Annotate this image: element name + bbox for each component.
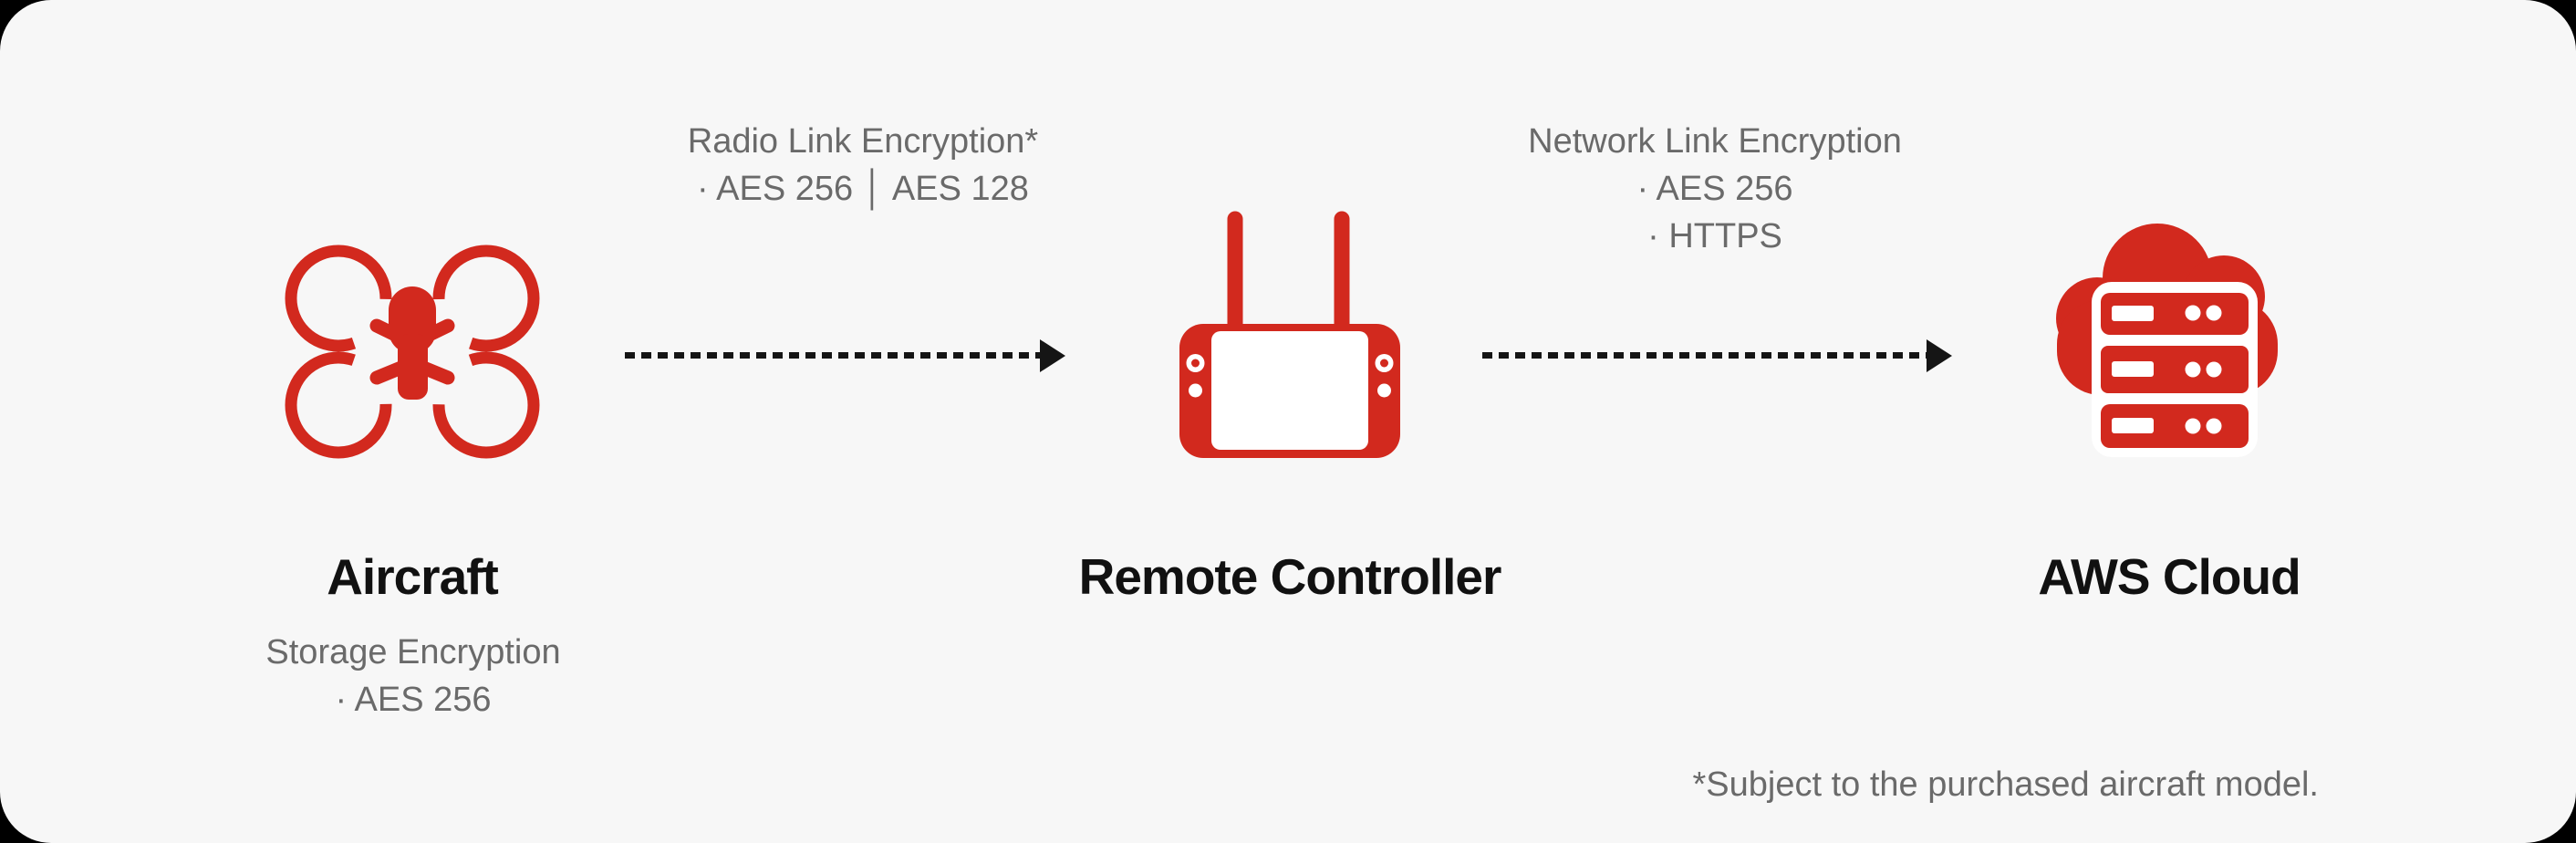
cloud-label: AWS Cloud [2038, 548, 2301, 605]
footnote: *Subject to the purchased aircraft model… [1692, 765, 2320, 804]
cloud-server-icon [2056, 224, 2278, 457]
network-link-title: Network Link Encryption [1528, 122, 1902, 161]
arrow-dash-line [625, 352, 1040, 359]
radio-link-title: Radio Link Encryption* [687, 122, 1039, 161]
controller-label: Remote Controller [1078, 548, 1502, 605]
arrow-head-icon [1927, 339, 1952, 372]
aircraft-label: Aircraft [327, 548, 499, 605]
network-link-note: Network Link Encryption · AES 256 · HTTP… [1396, 118, 2034, 260]
network-link-item-aes: · AES 256 [1636, 170, 1793, 208]
drone-icon [285, 245, 540, 459]
arrow-dash-line [1482, 352, 1927, 359]
radio-link-detail: · AES 256 │ AES 128 [697, 170, 1029, 208]
storage-encryption-item: · AES 256 [335, 681, 492, 719]
network-link-item-https: · HTTPS [1647, 217, 1782, 255]
arrow-head-icon [1040, 339, 1065, 372]
storage-encryption-note: Storage Encryption · AES 256 [94, 629, 732, 723]
radio-link-note: Radio Link Encryption* · AES 256 │ AES 1… [544, 118, 1182, 213]
remote-controller-icon [1179, 211, 1400, 458]
storage-encryption-title: Storage Encryption [265, 633, 561, 671]
